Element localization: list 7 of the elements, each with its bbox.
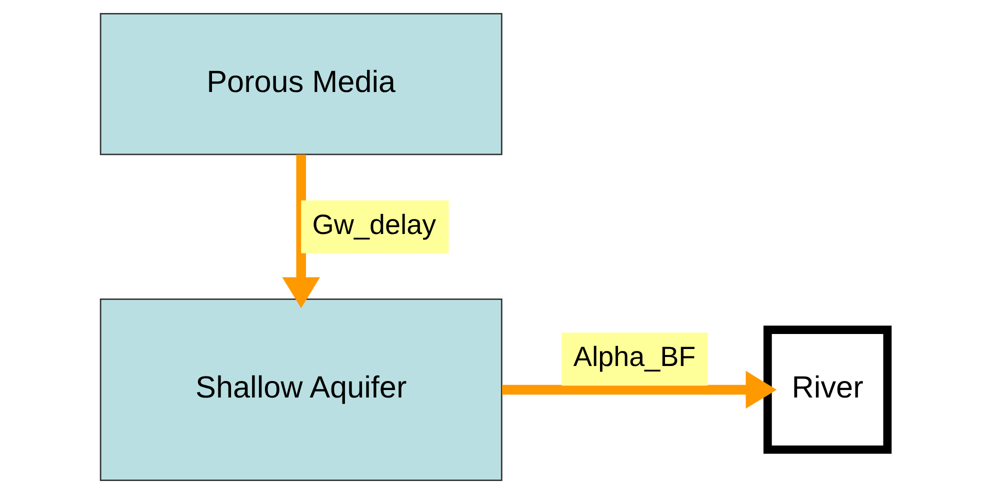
node-box: Shallow Aquifer — [100, 298, 502, 481]
arrow — [502, 370, 777, 409]
arrow — [282, 154, 320, 308]
node-box: Porous Media — [100, 13, 502, 156]
edge-label: Gw_delay — [312, 208, 436, 240]
edge-label: Alpha_BF — [573, 341, 696, 372]
node-box: River — [763, 326, 892, 454]
